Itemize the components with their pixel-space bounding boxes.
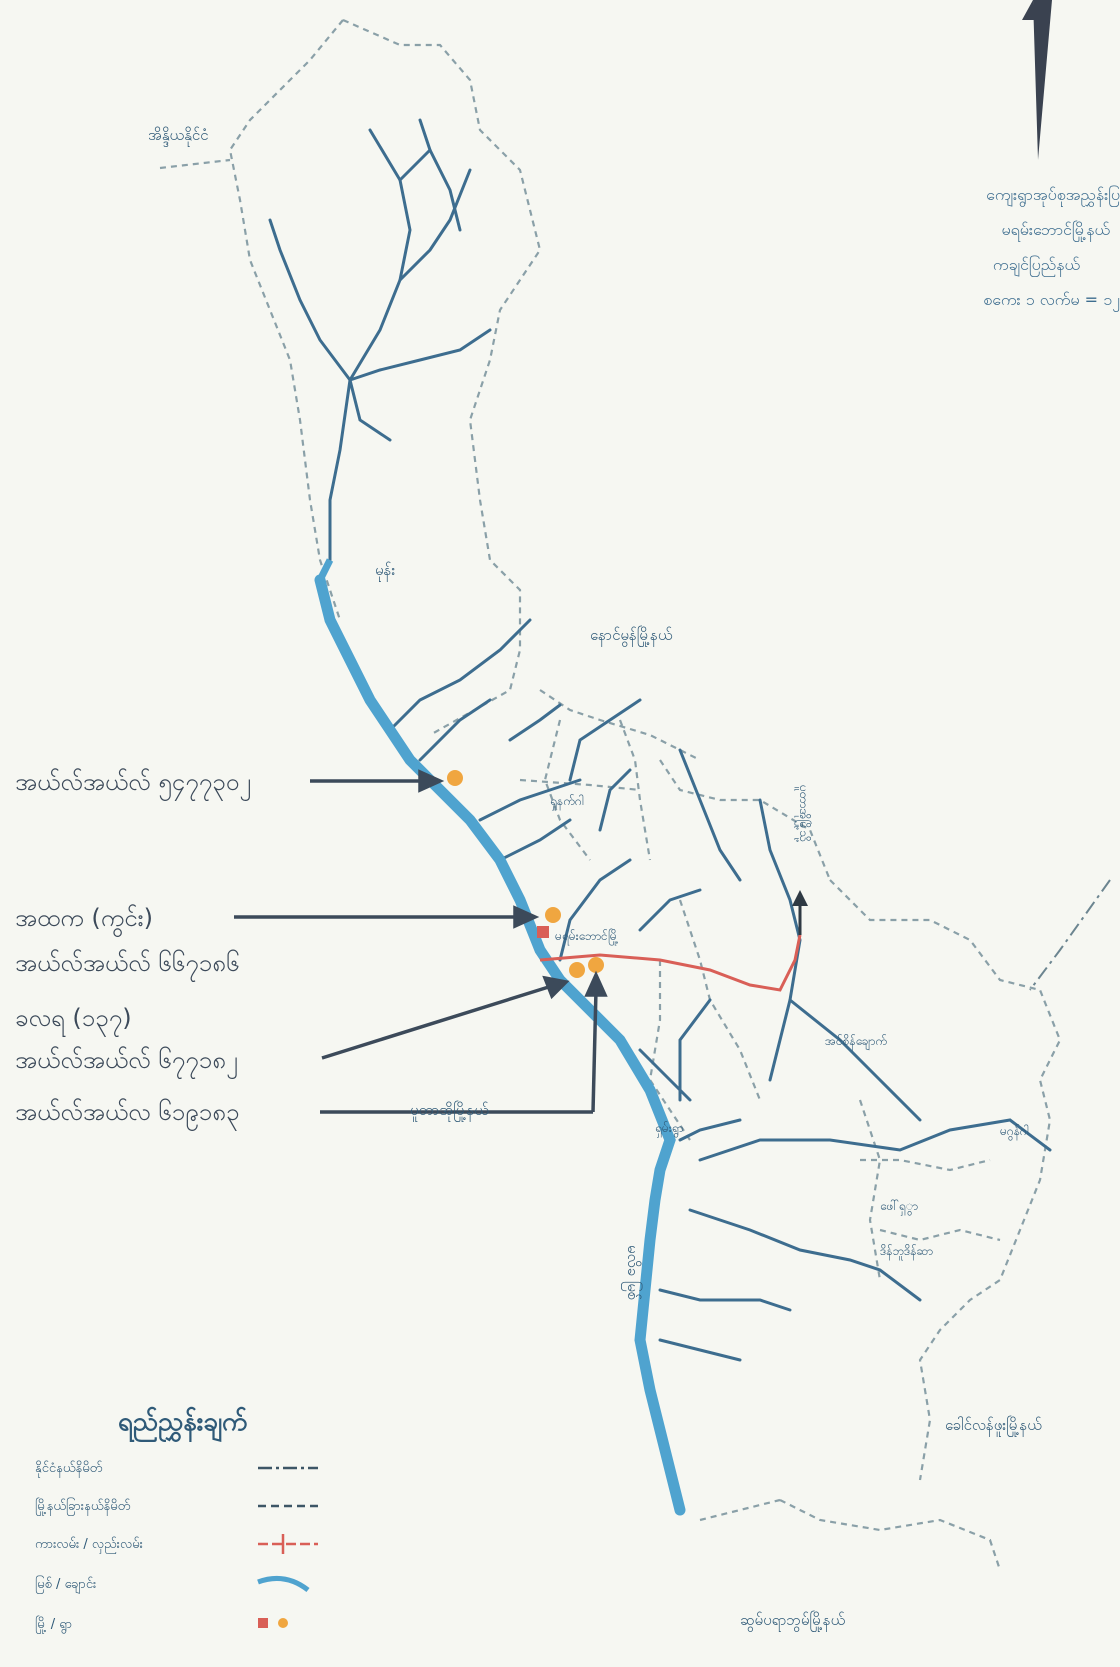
legend-swatch-river xyxy=(257,1575,310,1593)
legend-label-road: ကားလမ်း / လှည်းလမ်း xyxy=(35,1536,143,1554)
label-township-sw: ပူတာအိုမြို့နယ် xyxy=(410,1100,489,1122)
sites xyxy=(447,770,604,978)
callout-5: အယ်လ်အယ်လ် ၆၇၇၁၈၂ xyxy=(15,1045,238,1079)
label-river-vertical: မလိခ မြစ် xyxy=(621,1245,643,1300)
site-marker xyxy=(447,770,463,786)
town-marker xyxy=(537,926,549,938)
legend: ရည်ညွှန်းချက် နိုင်ငံနယ်နိမိတ် မြို့နယ်ခ… xyxy=(35,1406,318,1634)
label-township-ne: နောင်မွန်မြို့နယ် xyxy=(590,625,672,647)
callout-4: ခလရ (၁၃၇) xyxy=(15,1004,132,1037)
label-village-5: မဂွန်ဂါ xyxy=(1000,1123,1029,1141)
label-village-1: အင်စိန်ချောက် xyxy=(825,1033,887,1051)
site-marker xyxy=(545,907,561,923)
main-river xyxy=(314,574,686,1516)
legend-title: ရည်ညွှန်းချက် xyxy=(118,1406,248,1443)
label-township-south: ဆွမ်ပရာဘွမ်မြို့နယ် xyxy=(740,1610,845,1632)
label-town-center: မရမ်းဘောင်မြို့ xyxy=(555,927,619,946)
legend-swatch-town xyxy=(258,1618,268,1628)
label-village-2: ရှမ်းရွာ xyxy=(655,1120,684,1138)
road xyxy=(539,934,802,992)
label-river-main: မုန်း xyxy=(375,561,395,582)
legend-label-township: မြို့နယ်ခြားနယ်နိမိတ် xyxy=(35,1497,131,1516)
callout-3: အယ်လ်အယ်လ် ၆၆၇၁၈၆ xyxy=(15,948,240,982)
label-road-destination: ပူတာအိုမြို့သို့ xyxy=(794,785,813,842)
callout-6: အယ်လ်အယ်လ ၆၁၉၁၈၃ xyxy=(15,1097,240,1131)
national-border xyxy=(1029,879,1111,991)
site-marker xyxy=(569,962,585,978)
site-marker xyxy=(588,957,604,973)
label-village-6: ရှုနက်ဂါ xyxy=(550,793,584,811)
label-country: အိန္ဒိယနိုင်ငံ xyxy=(148,126,208,147)
callout-1: အယ်လ်အယ်လ် ၅၄၇၇၃၀၂ xyxy=(15,767,251,801)
label-village-3: ဖေါ်ရှွာ xyxy=(880,1198,918,1216)
legend-label-town: မြို့ / ရွာ xyxy=(35,1615,72,1634)
info-line-4: စကေး ၁ လက်မ = ၁၂ xyxy=(983,290,1120,312)
north-arrow-icon xyxy=(1033,0,1052,160)
label-village-4: ဒိန်ဘူဒိန်ဆာ xyxy=(880,1243,933,1261)
info-line-2: မရမ်းဘောင်မြို့နယ် xyxy=(1001,220,1110,242)
info-line-1: ကျေးရွာအုပ်စုအညွှန်းပြ xyxy=(986,185,1120,207)
callout-2: အထက (ကွင်း) xyxy=(15,903,153,938)
info-line-3: ကချင်ပြည်နယ် xyxy=(993,255,1081,277)
label-township-east: ခေါင်လန်ဖူးမြို့နယ် xyxy=(945,1415,1042,1437)
callout-arrows xyxy=(234,769,608,1114)
legend-label-country: နိုင်ငံနယ်နိမိတ် xyxy=(35,1460,103,1478)
tributaries xyxy=(268,118,1052,1362)
legend-label-river: မြစ် / ချောင်း xyxy=(35,1575,96,1594)
legend-swatch-village xyxy=(278,1618,288,1628)
